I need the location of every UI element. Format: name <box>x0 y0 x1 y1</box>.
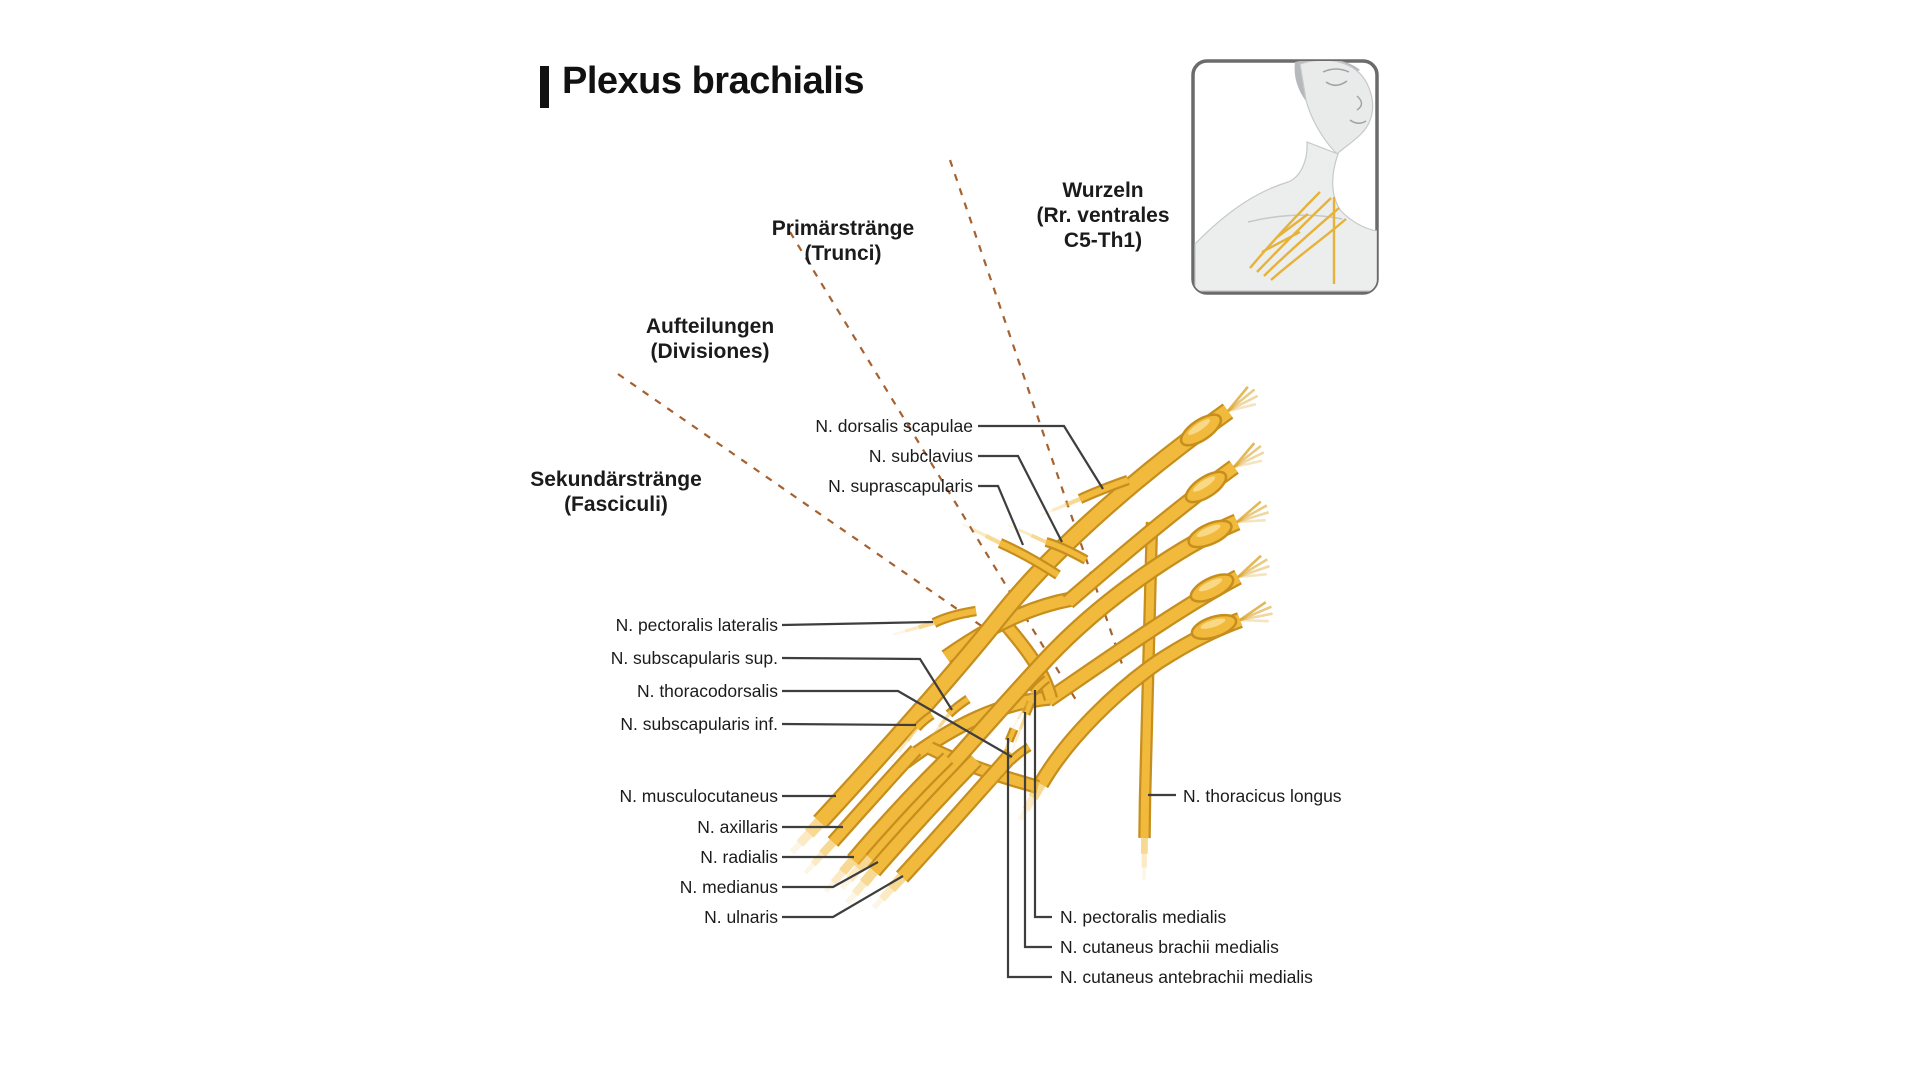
anatomy-inset <box>1191 59 1379 295</box>
label-n-suprascapularis: N. suprascapularis <box>828 476 973 496</box>
inset-nose <box>1356 95 1363 111</box>
inset-brow <box>1322 68 1350 73</box>
label-n-medianus: N. medianus <box>679 877 778 897</box>
nerve-ganglia-and-frayed-tips <box>789 385 1273 910</box>
label-n-dorsalis-scapulae: N. dorsalis scapulae <box>815 416 973 436</box>
inset-head <box>1299 61 1374 155</box>
page-title: Plexus brachialis <box>562 60 865 102</box>
label-n-musculocutaneus: N. musculocutaneus <box>619 786 778 806</box>
label-n-pectoralis-medialis: N. pectoralis medialis <box>1060 907 1227 927</box>
label-leader-lines <box>781 424 1176 979</box>
zone-boundary-dashed-lines <box>617 159 1124 701</box>
label-n-radialis: N. radialis <box>700 847 778 867</box>
label-n-subscapularis-sup: N. subscapularis sup. <box>610 648 778 668</box>
label-n-ulnaris: N. ulnaris <box>704 907 778 927</box>
label-category-primaerstraenge: Primärstränge (Trunci) <box>771 217 915 265</box>
label-category-wurzeln: Wurzeln (Rr. ventrales C5-Th1) <box>1036 179 1170 252</box>
label-category-aufteilungen: Aufteilungen (Divisiones) <box>645 315 775 363</box>
label-n-thoracodorsalis: N. thoracodorsalis <box>636 681 778 701</box>
inset-lips <box>1349 119 1367 124</box>
inset-mini-plexus <box>1249 191 1347 284</box>
label-n-subclavius: N. subclavius <box>868 446 973 466</box>
inset-eye <box>1325 80 1348 87</box>
label-n-cutaneus-brachii-medialis: N. cutaneus brachii medialis <box>1060 937 1279 957</box>
label-n-pectoralis-lateralis: N. pectoralis lateralis <box>615 615 778 635</box>
label-category-sekundaerstraenge: Sekundärstränge (Fasciculi) <box>530 468 702 516</box>
title-accent-bar <box>540 66 549 108</box>
label-n-axillaris: N. axillaris <box>697 817 778 837</box>
label-n-thoracicus-longus: N. thoracicus longus <box>1183 786 1342 806</box>
label-n-subscapularis-inf: N. subscapularis inf. <box>620 714 778 734</box>
inset-figure <box>1194 61 1377 292</box>
label-n-cutaneus-antebrachii-medialis: N. cutaneus antebrachii medialis <box>1060 967 1313 987</box>
